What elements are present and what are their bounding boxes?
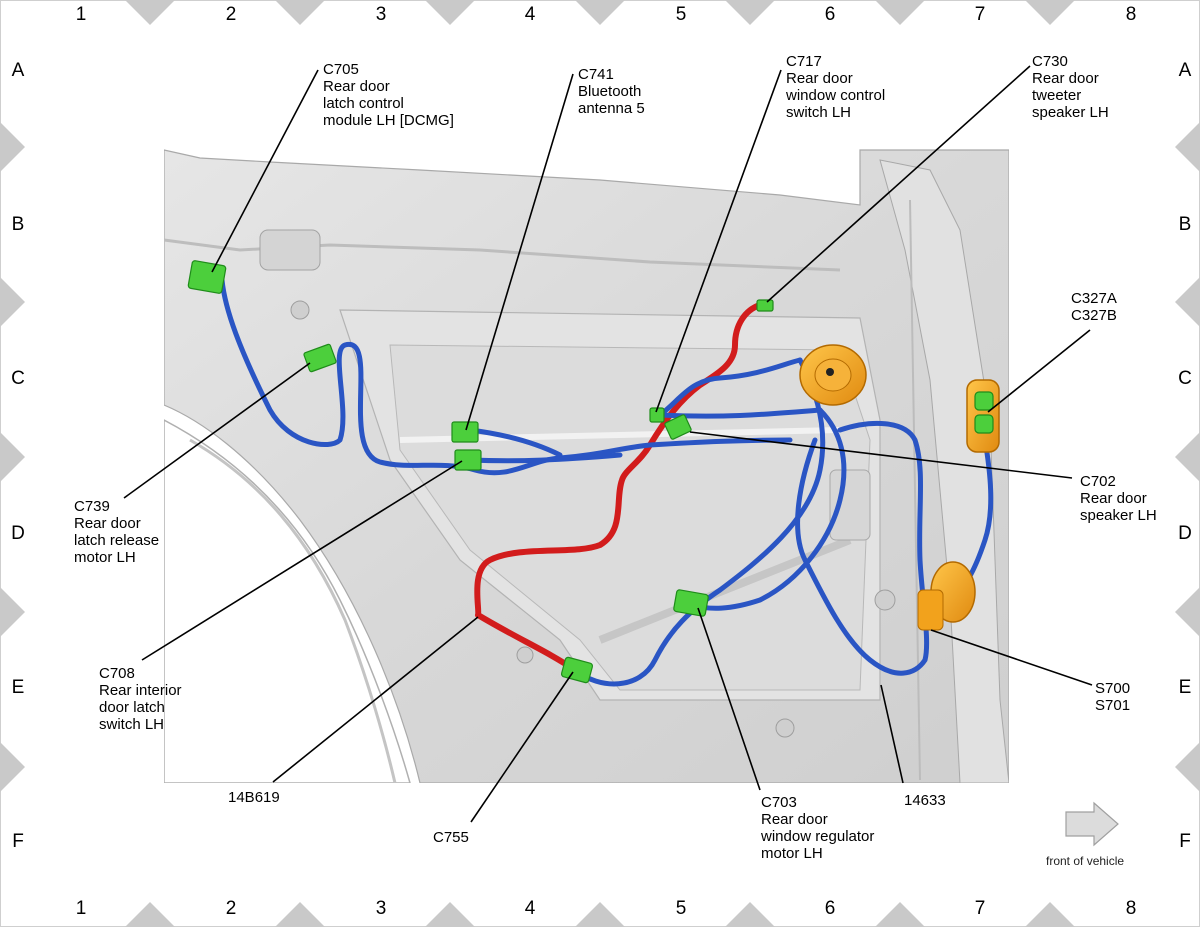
label-c730-id: C730 <box>1032 53 1068 70</box>
grid-col-7-top: 7 <box>974 4 986 25</box>
label-c702-id: C702 <box>1080 473 1116 490</box>
grid-row-c-right: C <box>1178 368 1192 389</box>
grid-col-8-bottom: 8 <box>1125 898 1137 919</box>
grid-row-f-left: F <box>12 831 24 852</box>
grid-row-d-left: D <box>11 523 25 544</box>
label-c739-id: C739 <box>74 498 110 515</box>
label-c702-line1: Rear door <box>1080 490 1147 507</box>
grid-col-1-bottom: 1 <box>75 898 87 919</box>
label-c703-id: C703 <box>761 794 797 811</box>
label-c730-line3: speaker LH <box>1032 104 1109 121</box>
label-c717-line1: Rear door <box>786 70 853 87</box>
connector-c705 <box>187 260 227 294</box>
label-c708-line3: switch LH <box>99 716 165 733</box>
grid-col-7-bottom: 7 <box>974 898 986 919</box>
grid-col-1-top: 1 <box>75 4 87 25</box>
leader-lines <box>123 65 1093 823</box>
label-c702-line2: speaker LH <box>1080 507 1157 524</box>
label-c705-line2: latch control <box>323 95 404 112</box>
grid-row-b-left: B <box>11 214 25 235</box>
speaker-tweeter-junction <box>917 561 976 631</box>
label-c705: C705 Rear door latch control module LH [… <box>323 61 454 129</box>
label-c730: C730 Rear door tweeter speaker LH <box>1032 53 1109 121</box>
grid-row-a-right: A <box>1178 60 1192 81</box>
label-c741-line1: Bluetooth <box>578 83 642 100</box>
connector-c708 <box>454 449 482 471</box>
label-c708-line1: Rear interior <box>99 682 182 699</box>
label-c755: C755 <box>433 829 469 846</box>
label-c705-id: C705 <box>323 61 359 78</box>
label-14b619: 14B619 <box>228 789 280 806</box>
label-c708-line2: door latch <box>99 699 165 716</box>
label-c703-line1: Rear door <box>761 811 828 828</box>
label-c717: C717 Rear door window control switch LH <box>786 53 885 121</box>
grid-col-8-top: 8 <box>1125 4 1137 25</box>
label-c730-line2: tweeter <box>1032 87 1082 104</box>
front-of-vehicle-label: front of vehicle <box>1046 854 1125 868</box>
connector-c702 <box>664 414 692 440</box>
grid-row-a-left: A <box>11 60 25 81</box>
grid-col-3-bottom: 3 <box>375 898 387 919</box>
grid-col-3-top: 3 <box>375 4 387 25</box>
label-c327a: C327A <box>1071 290 1117 307</box>
harness-14b619 <box>474 302 763 673</box>
label-c703-line2: window regulator <box>761 828 875 845</box>
label-c703-line3: motor LH <box>761 845 823 862</box>
grid-col-5-top: 5 <box>675 4 687 25</box>
label-s700: S700 S701 <box>1095 680 1130 714</box>
grid-col-4-bottom: 4 <box>524 898 536 919</box>
connector-c730 <box>756 299 774 312</box>
label-c702: C702 Rear door speaker LH <box>1080 473 1157 524</box>
grid-col-2-bottom: 2 <box>225 898 237 919</box>
grid-col-6-bottom: 6 <box>824 898 836 919</box>
label-c739-line2: latch release <box>74 532 160 549</box>
grid-col-6-top: 6 <box>824 4 836 25</box>
label-c717-id: C717 <box>786 53 822 70</box>
grid-row-d-right: D <box>1178 523 1192 544</box>
connector-c739 <box>303 343 337 373</box>
label-c739-line1: Rear door <box>74 515 141 532</box>
label-c705-line1: Rear door <box>323 78 390 95</box>
label-c717-line3: switch LH <box>786 104 852 121</box>
label-c739-line3: motor LH <box>74 549 136 566</box>
connector-c327a <box>974 391 994 411</box>
grid-row-c-left: C <box>11 368 25 389</box>
label-c717-line2: window control <box>786 87 886 104</box>
label-c703: C703 Rear door window regulator motor LH <box>761 794 874 862</box>
label-c708-id: C708 <box>99 665 135 682</box>
grid-row-b-right: B <box>1178 214 1192 235</box>
label-s700-line2: S701 <box>1095 697 1131 714</box>
speaker-c702 <box>799 344 867 406</box>
label-c705-line3: module LH [DCMG] <box>323 112 454 129</box>
connector-c327b <box>974 414 994 434</box>
grid-col-4-top: 4 <box>524 4 536 25</box>
label-s700-line1: S700 <box>1095 680 1131 697</box>
connector-c741 <box>451 421 479 443</box>
label-c739: C739 Rear door latch release motor LH <box>74 498 159 566</box>
label-c741: C741 Bluetooth antenna 5 <box>578 66 645 117</box>
grid-row-f-right: F <box>1179 831 1191 852</box>
label-14633: 14633 <box>904 792 946 809</box>
label-c708: C708 Rear interior door latch switch LH <box>99 665 182 733</box>
label-c327: C327A C327B <box>1071 290 1117 324</box>
label-c741-id: C741 <box>578 66 614 83</box>
grid-row-e-left: E <box>11 677 25 698</box>
connectors <box>187 260 994 684</box>
grid-col-2-top: 2 <box>225 4 237 25</box>
label-c327b: C327B <box>1071 307 1117 324</box>
label-c741-line2: antenna 5 <box>578 100 645 117</box>
grid-row-e-right: E <box>1178 677 1192 698</box>
connector-c703 <box>673 589 709 617</box>
grid-col-5-bottom: 5 <box>675 898 687 919</box>
front-arrow-icon <box>1065 801 1119 847</box>
label-c730-line1: Rear door <box>1032 70 1099 87</box>
